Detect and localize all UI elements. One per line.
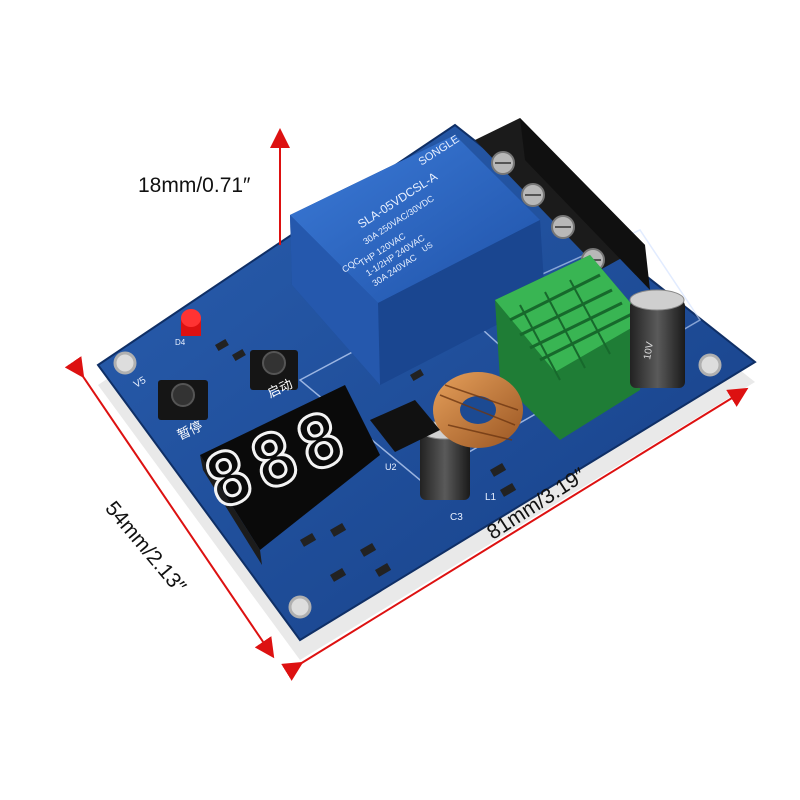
width-arrow [281, 387, 749, 681]
terminal-screw [491, 151, 515, 175]
inductor-silkscreen: L1 [485, 492, 497, 503]
ic-silkscreen: U2 [385, 462, 397, 472]
terminal-screw [521, 183, 545, 207]
mounting-hole [113, 351, 137, 375]
capacitor-label: 10V [642, 341, 656, 361]
terminal-block [475, 118, 650, 290]
led-silkscreen: D4 [175, 338, 186, 347]
relay: SONGLE SLA-05VDCSL-A 30A 250VAC/30VDC TH… [290, 133, 545, 385]
mounting-hole [288, 595, 312, 619]
depth-arrow [64, 356, 275, 659]
terminal-screw [551, 215, 575, 239]
cap-silkscreen: C3 [450, 512, 463, 523]
mounting-hole [698, 353, 722, 377]
red-led: D4 [175, 309, 201, 347]
capacitor-large: 10V [629, 289, 685, 388]
height-dimension-label: 18mm/0.71″ [138, 174, 251, 197]
